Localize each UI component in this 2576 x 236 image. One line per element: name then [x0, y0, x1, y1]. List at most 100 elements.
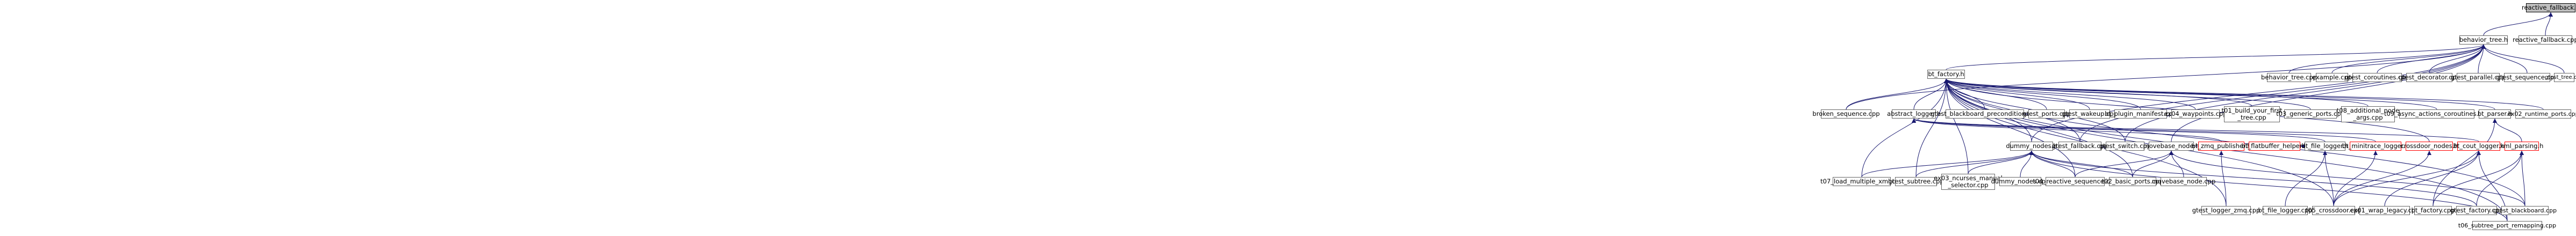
edge-gtest-factory-cpp-to-dummy-nodes-h	[2029, 150, 2477, 206]
edge-t05-crossdoor-cpp-to-bt-file-logger-h	[2323, 150, 2334, 206]
edge-ex03-ncurses-manual-selector-cpp-to-dummy-nodes-h	[1968, 150, 2034, 174]
node-abstract-logger-h[interactable]: abstract_logger.h	[1887, 109, 1941, 119]
edge-t05-crossdoor-cpp-to-bt-cout-logger-h	[2333, 150, 2481, 206]
node-bt-factory-cpp[interactable]: bt_factory.cpp	[2411, 206, 2455, 215]
node-t07-load-multiple-xml-cpp[interactable]: t07_load_multiple_xml.cpp	[1820, 177, 1903, 186]
node-t04-reactive-sequence-cpp[interactable]: t04_reactive_sequence.cpp	[2033, 177, 2118, 186]
edge-bt-plugin-manifest-cpp-to-bt-factory-h	[1944, 78, 2141, 110]
node-example-cpp[interactable]: example.cpp	[2312, 73, 2352, 82]
edge-gtest-wakeup-cpp-to-bt-factory-h	[1944, 78, 2090, 110]
edge-t04-reactive-sequence-cpp-to-dummy-nodes-h	[2029, 150, 2076, 178]
node-bt-minitrace-logger-h[interactable]: bt_minitrace_logger.h	[2342, 142, 2409, 151]
node-t03-generic-ports-cpp[interactable]: t03_generic_ports.cpp	[2276, 109, 2345, 119]
edge-ex03-ncurses-manual-selector-cpp-to-bt-factory-h	[1944, 78, 1969, 174]
node-movebase-node-h[interactable]: movebase_node.h	[2143, 142, 2200, 151]
edge-t05-crossdoor-cpp-to-crossdoor-nodes-h	[2333, 150, 2431, 206]
edge-bt-factory-cpp-to-xml-parsing-h	[2433, 150, 2524, 206]
edge-gtest-blackboard-cpp-to-movebase-node-h	[2169, 150, 2525, 206]
node-gtest-factory-cpp[interactable]: gtest_factory.cpp	[2450, 206, 2503, 215]
edge-gtest-blackboard-cpp-to-xml-parsing-h	[2520, 150, 2525, 206]
edge-t05-crossdoor-cpp-to-bt-minitrace-logger-h	[2333, 150, 2378, 206]
edge-xml-parsing-h-to-bt-parser-h	[2493, 118, 2522, 142]
edge-ex01-wrap-legacy-cpp-to-bt-cout-logger-h	[2384, 150, 2481, 206]
node-bt-flatbuffer-helper-h[interactable]: bt_flatbuffer_helper.h	[2241, 142, 2308, 151]
node-gtest-wakeup-cpp[interactable]: gtest_wakeup.cpp	[2061, 109, 2118, 119]
node-t06-subtree-port-remapping-cpp[interactable]: t06_subtree_port_remapping.cpp	[2458, 221, 2557, 230]
edge-broken-sequence-cpp-to-bt-factory-h	[1846, 78, 1948, 110]
edge-t09-async-actions-coroutines-cpp-to-bt-factory-h	[1944, 78, 2437, 110]
node-gtest-decorator-cpp[interactable]: gtest_decorator.cpp	[2398, 73, 2460, 82]
node-ex04-waypoints-cpp[interactable]: ex04_waypoints.cpp	[2164, 109, 2227, 119]
edge-bt-minitrace-logger-h-to-abstract-logger-h	[1912, 118, 2376, 142]
node-t09-async-actions-coroutines-cpp[interactable]: t09_async_actions_coroutines.cpp	[2384, 109, 2490, 119]
edge-dummy-nodes-h-to-behavior-tree-h	[2031, 44, 2486, 142]
node-gtest-coroutines-cpp[interactable]: gtest_coroutines.cpp	[2345, 73, 2409, 82]
node-gtest-subtree-cpp[interactable]: gtest_subtree.cpp	[1888, 177, 1944, 186]
edge-bt-zmq-publisher-h-to-abstract-logger-h	[1912, 118, 2222, 142]
node-gtest-switch-cpp[interactable]: gtest_switch.cpp	[2099, 142, 2151, 151]
node-reactive-fallback-h: reactive_fallback.h	[2522, 3, 2576, 12]
edge-bt-file-logger-h-to-abstract-logger-h	[1912, 118, 2326, 142]
node-gtest-parallel-cpp[interactable]: gtest_parallel.cpp	[2450, 73, 2506, 82]
node-behavior-tree-cpp[interactable]: behavior_tree.cpp	[2261, 73, 2317, 82]
node-gtest-logger-zmq-cpp[interactable]: gtest_logger_zmq.cpp	[2192, 206, 2261, 215]
edge-t04-reactive-sequence-cpp-to-movebase-node-h	[2075, 150, 2173, 178]
edge-behavior-tree-h-to-reactive-fallback-h	[2483, 12, 2553, 36]
node-gtest-tree-cpp[interactable]: gtest_tree.cpp	[2545, 73, 2576, 82]
edge-example-cpp-to-behavior-tree-h	[2331, 44, 2486, 73]
edge-bt-cout-logger-h-to-abstract-logger-h	[1912, 118, 2479, 142]
node-gtest-fallback-cpp[interactable]: gtest_fallback.cpp	[2051, 142, 2108, 151]
edge-broken-sequence-cpp-to-behavior-tree-h	[1846, 44, 2486, 110]
edge-ex04-waypoints-cpp-to-bt-factory-h	[1944, 78, 2196, 110]
node-t01-build-your-first-tree-cpp[interactable]: t01_build_your_first _tree.cpp	[2221, 106, 2283, 122]
edge-gtest-factory-cpp-to-xml-parsing-h	[2476, 150, 2524, 206]
node-ex03-ncurses-manual-selector-cpp[interactable]: ex03_ncurses_manual _selector.cpp	[1934, 174, 2003, 190]
node-ex02-runtime-ports-cpp[interactable]: ex02_runtime_ports.cpp	[2507, 109, 2576, 119]
edge-behavior-tree-cpp-to-behavior-tree-h	[2288, 44, 2486, 73]
edge-bt-parser-h-to-bt-factory-h	[1944, 78, 2495, 110]
node-bt-zmq-publisher-h[interactable]: bt_zmq_publisher.h	[2191, 142, 2251, 151]
edge-gtest-sequence-cpp-to-behavior-tree-h	[2481, 44, 2528, 73]
edge-abstract-logger-h-to-bt-factory-h	[1913, 78, 1948, 110]
node-ex01-wrap-legacy-cpp[interactable]: ex01_wrap_legacy.cpp	[2350, 206, 2420, 215]
edge-bt-factory-h-to-behavior-tree-h	[1946, 44, 2486, 70]
node-bt-factory-h[interactable]: bt_factory.h	[1927, 70, 1965, 79]
node-behavior-tree-h[interactable]: behavior_tree.h	[2459, 35, 2508, 45]
edge-gtest-decorator-cpp-to-behavior-tree-h	[2429, 44, 2486, 73]
node-broken-sequence-cpp[interactable]: broken_sequence.cpp	[1812, 109, 1880, 119]
node-bt-file-logger-h[interactable]: bt_file_logger.h	[2301, 142, 2349, 151]
node-gtest-sequence-cpp[interactable]: gtest_sequence.cpp	[2496, 73, 2558, 82]
node-bt-file-logger-cpp[interactable]: bt_file_logger.cpp	[2258, 206, 2313, 215]
node-gtest-ports-cpp[interactable]: gtest_ports.cpp	[2022, 109, 2071, 119]
node-xml-parsing-h[interactable]: xml_parsing.h	[2500, 142, 2544, 151]
edge-gtest-tree-cpp-to-behavior-tree-h	[2481, 44, 2565, 73]
node-gtest-blackboard-precondition-cpp[interactable]: gtest_blackboard_precondition.cpp	[1931, 109, 2039, 119]
edge-bt-factory-cpp-to-bt-parser-h	[2433, 118, 2497, 206]
edge-movebase-node-h-to-behavior-tree-h	[2171, 44, 2486, 142]
node-bt-plugin-manifest-cpp[interactable]: bt_plugin_manifest.cpp	[2105, 109, 2177, 119]
edge-gtest-coroutines-cpp-to-behavior-tree-h	[2377, 44, 2486, 73]
edge-ex02-runtime-ports-cpp-to-bt-factory-h	[1944, 78, 2544, 110]
node-t08-additional-node-args-cpp[interactable]: t08_additional_node _args.cpp	[2336, 106, 2400, 122]
edge-t07-load-multiple-xml-cpp-to-bt-factory-h	[1861, 78, 1948, 178]
edge-bt-file-logger-cpp-to-bt-file-logger-h	[2285, 150, 2327, 206]
edge-gtest-subtree-cpp-to-bt-factory-h	[1915, 78, 1948, 178]
edge-gtest-subtree-cpp-to-dummy-nodes-h	[1915, 150, 2034, 178]
edge-gtest-logger-zmq-cpp-to-bt-zmq-publisher-h	[2219, 150, 2227, 206]
node-dummy-nodes-h[interactable]: dummy_nodes.h	[2006, 142, 2057, 151]
node-bt-cout-logger-h[interactable]: bt_cout_logger.h	[2453, 142, 2505, 151]
edge-t07-load-multiple-xml-cpp-to-dummy-nodes-h	[1861, 150, 2034, 178]
edge-t03-generic-ports-cpp-to-bt-factory-h	[1944, 78, 2311, 110]
node-movebase-node-cpp[interactable]: movebase_node.cpp	[2151, 177, 2216, 186]
node-dummy-nodes-cpp[interactable]: dummy_nodes.cpp	[1991, 177, 2050, 186]
edge-gtest-fallback-cpp-to-behavior-tree-h	[2079, 44, 2486, 142]
node-t02-basic-ports-cpp[interactable]: t02_basic_ports.cpp	[2101, 177, 2164, 186]
node-t05-crossdoor-cpp[interactable]: t05_crossdoor.cpp	[2305, 206, 2362, 215]
node-gtest-blackboard-cpp[interactable]: gtest_blackboard.cpp	[2493, 206, 2557, 215]
node-reactive-fallback-cpp[interactable]: reactive_fallback.cpp	[2513, 35, 2576, 45]
node-bt-parser-h[interactable]: bt_parser.h	[2477, 109, 2513, 119]
edge-gtest-switch-cpp-to-behavior-tree-h	[2125, 44, 2486, 142]
node-crossdoor-nodes-h[interactable]: crossdoor_nodes.h	[2400, 142, 2458, 151]
